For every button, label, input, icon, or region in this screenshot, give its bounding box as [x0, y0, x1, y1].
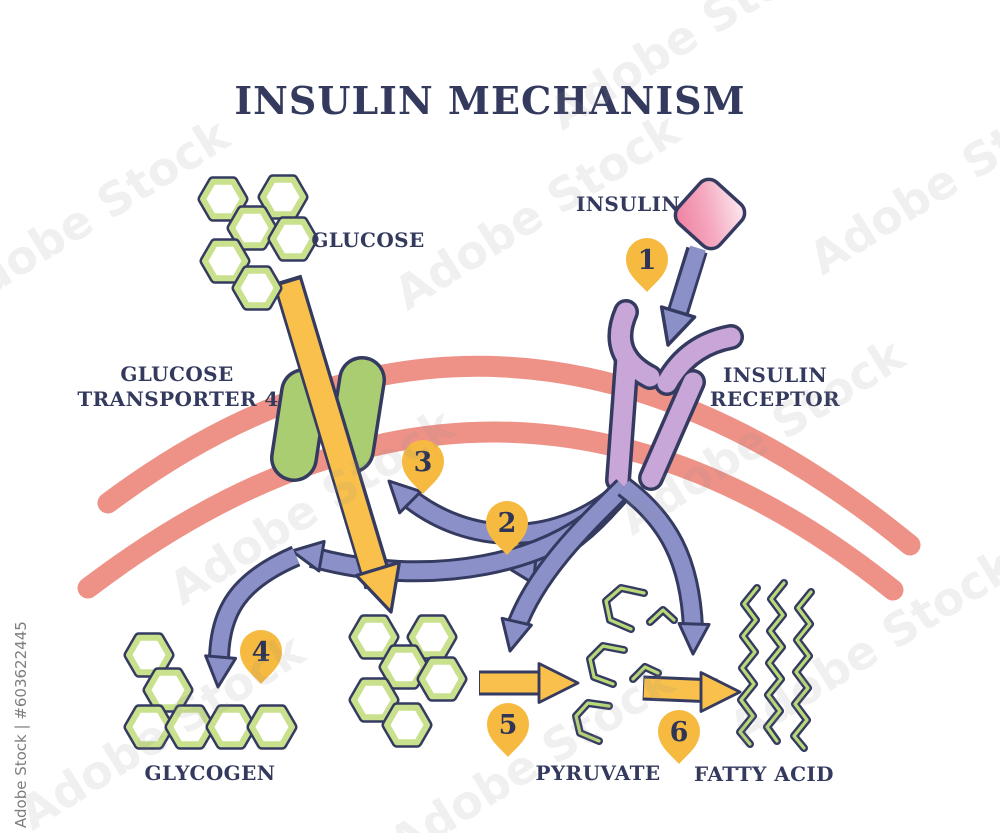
- glucose-hexagon: [263, 180, 303, 215]
- step-number: 5: [499, 710, 518, 741]
- stock-id-watermark: Adobe Stock | #603622445: [12, 621, 30, 828]
- glucose-hexagon: [237, 271, 277, 306]
- cell-membrane: [77, 355, 921, 601]
- pyruvate-fragments: [572, 584, 678, 745]
- step-number: 2: [498, 508, 517, 539]
- glycogen-label: GLYCOGEN: [145, 761, 276, 785]
- insulin-receptor: [605, 299, 744, 493]
- glucose-entry-arrow: [272, 274, 415, 621]
- transporter-label-line2: TRANSPORTER 4: [77, 387, 278, 411]
- insulin-binding-arrow: [649, 245, 708, 352]
- step-badge-2: 2: [486, 501, 528, 555]
- glycolysis-arrow: [479, 662, 580, 704]
- glycogen-hexagon: [129, 638, 169, 673]
- glucose-hexagon: [354, 683, 394, 718]
- receptor-label-line2: RECEPTOR: [710, 387, 840, 411]
- step-badge-1: 1: [626, 238, 668, 292]
- transporter-label-line1: GLUCOSE: [120, 362, 233, 386]
- fatty-acid-chains: [736, 579, 815, 752]
- step-number: 1: [638, 245, 657, 276]
- pyruvate-label: PYRUVATE: [535, 761, 660, 785]
- glucose-transporter-4: [270, 356, 386, 482]
- insulin-label: INSULIN: [576, 192, 680, 216]
- signal-arrow-to-fattyacid: [617, 478, 711, 657]
- receptor-label-line1: INSULIN: [723, 363, 827, 387]
- insulin-molecule: [673, 177, 747, 251]
- step-number: 4: [252, 637, 271, 668]
- step-badge-6: 6: [658, 710, 700, 764]
- signal-arrow-to-glycogen: [201, 545, 301, 690]
- membrane-outer-band: [97, 355, 921, 556]
- glucose-label: GLUCOSE: [311, 228, 424, 252]
- glucose-hexagon: [205, 244, 245, 279]
- step-badge-3: 3: [402, 440, 444, 494]
- step-number: 6: [670, 717, 689, 748]
- fatty-acid-label: FATTY ACID: [694, 762, 834, 786]
- step-badge-5: 5: [487, 703, 529, 757]
- glycogen-hexagon: [252, 710, 292, 745]
- glucose-hexagon: [422, 662, 462, 697]
- glucose-hexagon: [273, 222, 313, 257]
- glucose-hexagon: [387, 708, 427, 743]
- lipogenesis-arrow: [642, 671, 742, 713]
- membrane-inner-band: [77, 421, 904, 601]
- step-badge-4: 4: [240, 630, 282, 684]
- step-number: 3: [414, 447, 433, 478]
- signal-arrow-to-pyruvate: [493, 479, 632, 656]
- page-title: INSULIN MECHANISM: [234, 78, 745, 123]
